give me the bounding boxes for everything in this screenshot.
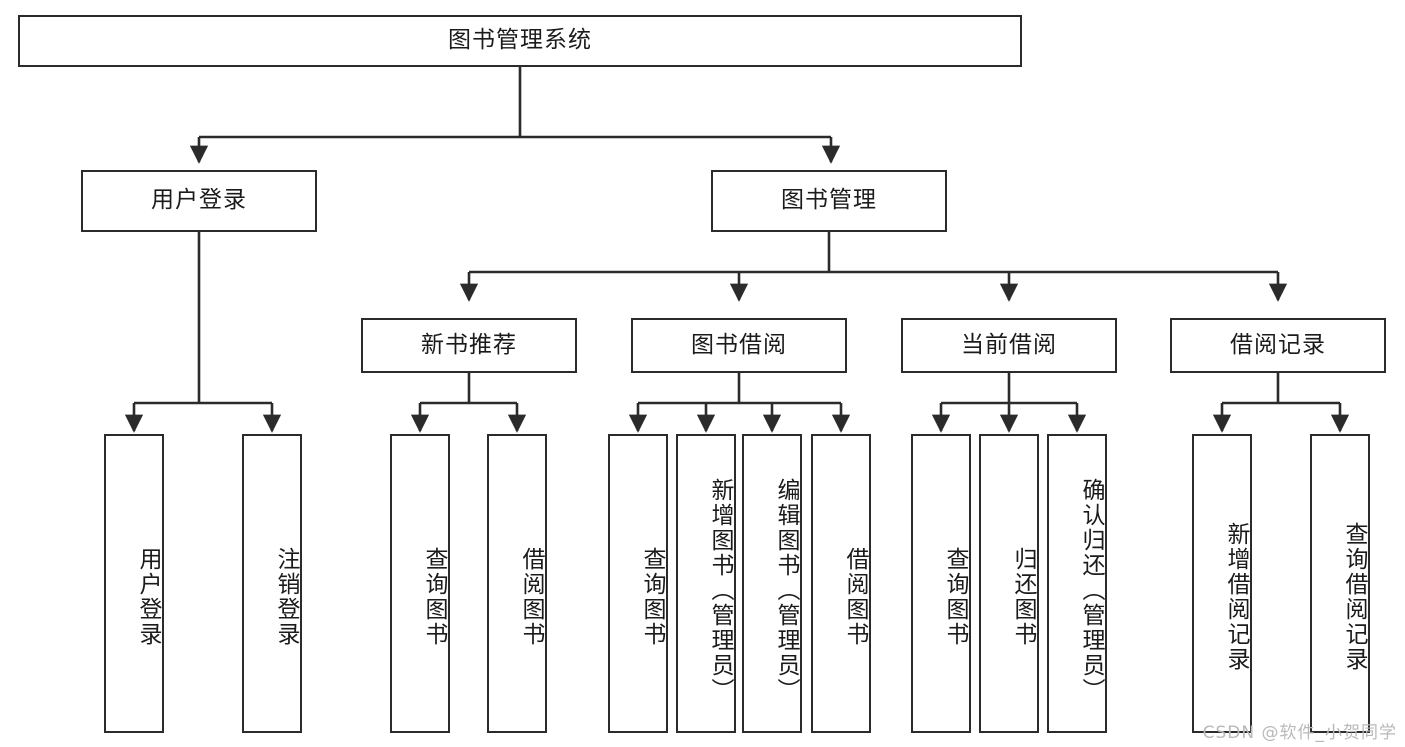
node-current-borrow-label: 当前借阅 bbox=[961, 331, 1057, 358]
node-leaf-query-book-2-label: 查询图书 bbox=[639, 546, 665, 647]
node-leaf-borrow-book-2[interactable]: 借阅图书 bbox=[811, 434, 871, 733]
node-root-label: 图书管理系统 bbox=[448, 27, 592, 54]
node-leaf-return-book-label: 归还图书 bbox=[1010, 546, 1036, 647]
node-leaf-query-record-label: 查询借阅记录 bbox=[1341, 521, 1367, 672]
node-leaf-add-book-label: 新增图书（管理员） bbox=[707, 478, 733, 703]
node-leaf-confirm-return-label: 确认归还（管理员） bbox=[1078, 478, 1104, 703]
node-leaf-query-book-3-label: 查询图书 bbox=[942, 546, 968, 647]
node-leaf-user-login[interactable]: 用户登录 bbox=[104, 434, 164, 733]
node-leaf-edit-book-label: 编辑图书（管理员） bbox=[773, 478, 799, 703]
watermark-text: CSDN @软件_小贺同学 bbox=[1202, 723, 1397, 743]
node-borrow-record[interactable]: 借阅记录 bbox=[1170, 318, 1386, 373]
node-leaf-query-book-1[interactable]: 查询图书 bbox=[390, 434, 450, 733]
node-leaf-query-record[interactable]: 查询借阅记录 bbox=[1310, 434, 1370, 733]
node-leaf-borrow-book-1[interactable]: 借阅图书 bbox=[487, 434, 547, 733]
node-book-borrow-label: 图书借阅 bbox=[691, 331, 787, 358]
node-book-borrow[interactable]: 图书借阅 bbox=[631, 318, 847, 373]
node-new-book-rec-label: 新书推荐 bbox=[421, 331, 517, 358]
node-leaf-confirm-return[interactable]: 确认归还（管理员） bbox=[1047, 434, 1107, 733]
node-leaf-query-book-1-label: 查询图书 bbox=[421, 546, 447, 647]
node-leaf-user-login-label: 用户登录 bbox=[135, 546, 161, 647]
node-root[interactable]: 图书管理系统 bbox=[18, 15, 1022, 67]
node-user-login[interactable]: 用户登录 bbox=[81, 170, 317, 232]
node-current-borrow[interactable]: 当前借阅 bbox=[901, 318, 1117, 373]
node-leaf-user-logout-label: 注销登录 bbox=[273, 546, 299, 647]
node-new-book-rec[interactable]: 新书推荐 bbox=[361, 318, 577, 373]
node-leaf-query-book-3[interactable]: 查询图书 bbox=[911, 434, 971, 733]
node-leaf-borrow-book-2-label: 借阅图书 bbox=[842, 546, 868, 647]
node-user-login-label: 用户登录 bbox=[151, 187, 247, 214]
node-leaf-add-record[interactable]: 新增借阅记录 bbox=[1192, 434, 1252, 733]
node-borrow-record-label: 借阅记录 bbox=[1230, 331, 1326, 358]
node-book-manage[interactable]: 图书管理 bbox=[711, 170, 947, 232]
node-leaf-edit-book[interactable]: 编辑图书（管理员） bbox=[742, 434, 802, 733]
node-book-manage-label: 图书管理 bbox=[781, 187, 877, 214]
node-leaf-add-book[interactable]: 新增图书（管理员） bbox=[676, 434, 736, 733]
node-leaf-user-logout[interactable]: 注销登录 bbox=[242, 434, 302, 733]
node-leaf-return-book[interactable]: 归还图书 bbox=[979, 434, 1039, 733]
node-leaf-add-record-label: 新增借阅记录 bbox=[1223, 521, 1249, 672]
node-leaf-query-book-2[interactable]: 查询图书 bbox=[608, 434, 668, 733]
node-leaf-borrow-book-1-label: 借阅图书 bbox=[518, 546, 544, 647]
